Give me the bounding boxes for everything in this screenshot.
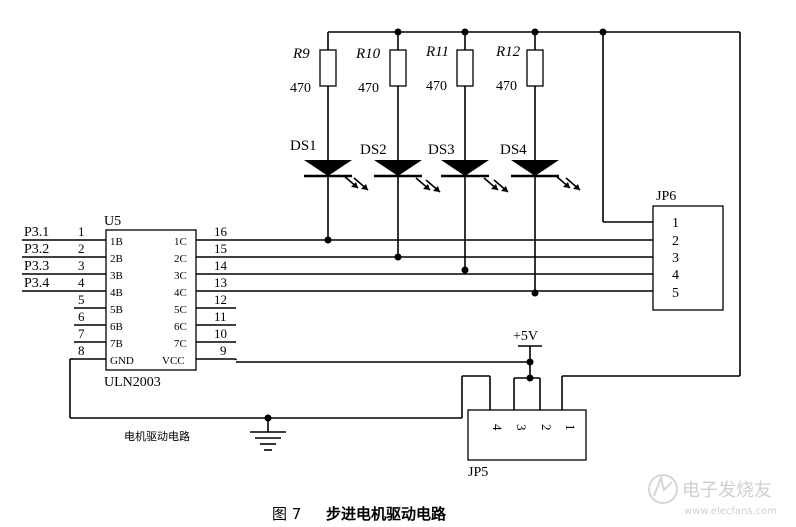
pin-name-4b: 4B [110, 287, 123, 299]
jp6-label: JP6 [656, 189, 676, 204]
ds1-emission-arrows [343, 175, 369, 191]
ds4-emission-arrows [555, 175, 581, 191]
r11-value: 470 [426, 79, 447, 94]
pin-num-3: 3 [78, 258, 85, 273]
pin-num-13: 13 [214, 275, 227, 290]
pin-num-5: 5 [78, 292, 85, 307]
resistor-r12: R12 470 [495, 32, 544, 160]
ds2-label: DS2 [360, 142, 387, 158]
output-bus [196, 236, 653, 297]
jp5-pin-4: 4 [490, 424, 505, 431]
r9-value: 470 [290, 81, 311, 96]
pin-num-7: 7 [78, 326, 85, 341]
resistor-r9: R9 470 [290, 32, 337, 160]
connector-jp6: JP6 1 2 3 4 5 [652, 189, 724, 311]
led-ds3: DS3 [428, 142, 509, 270]
jp5-label: JP5 [468, 465, 488, 480]
net-label-p32: P3.2 [24, 242, 49, 257]
pin-name-3c: 3C [174, 270, 187, 282]
pin-num-9: 9 [220, 343, 227, 358]
net-label-p34: P3.4 [24, 276, 49, 291]
jp6-pin-1: 1 [672, 216, 679, 231]
r10-value: 470 [358, 81, 379, 96]
r12-value: 470 [496, 79, 517, 94]
pin-name-7c: 7C [174, 338, 187, 350]
pin-num-11: 11 [214, 309, 227, 324]
pin-num-8: 8 [78, 343, 85, 358]
jp5-pin-3: 3 [514, 424, 529, 431]
resistor-r11: R11 470 [425, 32, 474, 160]
pin-name-6b: 6B [110, 321, 123, 333]
pin-name-1c: 1C [174, 236, 187, 248]
watermark-brand: 电子发烧友 [682, 480, 772, 501]
ground-symbol [250, 431, 286, 451]
pin-name-1b: 1B [110, 236, 123, 248]
pin-name-2c: 2C [174, 253, 187, 265]
pin-num-4: 4 [78, 275, 85, 290]
supply-rail [328, 28, 741, 410]
pin-num-2: 2 [78, 241, 85, 256]
gnd-net [69, 358, 491, 432]
pin-num-1: 1 [78, 224, 85, 239]
ds1-label: DS1 [290, 138, 317, 154]
ground-circuit-label: 电机驱动电路 [124, 429, 190, 443]
vcc-net: +5V [196, 329, 542, 410]
ic-ref-label: U5 [104, 214, 121, 229]
r10-label: R10 [355, 46, 381, 62]
power-label-5v: +5V [513, 329, 538, 344]
pin-name-vcc: VCC [162, 355, 185, 367]
caption-fig-number: 图 7 [272, 505, 301, 523]
jp6-pin-5: 5 [672, 286, 679, 301]
pin-name-5c: 5C [174, 304, 187, 316]
ic-part-label: ULN2003 [104, 375, 161, 390]
net-label-p31: P3.1 [24, 225, 49, 240]
pin-num-15: 15 [214, 241, 227, 256]
elecfans-logo-icon [648, 474, 678, 504]
jp6-pin-2: 2 [672, 234, 679, 249]
ds4-label: DS4 [500, 142, 527, 158]
resistor-r10: R10 470 [355, 32, 407, 160]
pin-num-12: 12 [214, 292, 227, 307]
jp5-pin-2: 2 [539, 424, 554, 431]
led-ds2: DS2 [360, 142, 441, 258]
ds3-label: DS3 [428, 142, 455, 158]
pin-name-gnd: GND [110, 355, 134, 367]
pin-name-3b: 3B [110, 270, 123, 282]
pin-name-7b: 7B [110, 338, 123, 350]
jp6-pin-4: 4 [672, 268, 679, 283]
jp5-pin-1: 1 [563, 424, 578, 431]
pin-name-6c: 6C [174, 321, 187, 333]
r12-label: R12 [495, 44, 521, 60]
jp6-pin-3: 3 [672, 251, 679, 266]
net-label-p33: P3.3 [24, 259, 49, 274]
watermark: 电子发烧友 www.elecfans.com [648, 474, 777, 517]
caption-title: 步进电机驱动电路 [326, 505, 447, 523]
led-ds1: DS1 [290, 138, 369, 240]
ic-uln2003: U5 ULN2003 P3.1 P3.2 P3.3 P3.4 1 2 3 4 5… [22, 214, 236, 390]
r11-label: R11 [425, 44, 449, 60]
pin-num-10: 10 [214, 326, 227, 341]
pin-name-4c: 4C [174, 287, 187, 299]
ds2-emission-arrows [415, 177, 441, 193]
connector-jp5: JP5 4 3 2 1 [467, 409, 587, 480]
pin-num-16: 16 [214, 224, 228, 239]
pin-name-5b: 5B [110, 304, 123, 316]
r9-label: R9 [292, 46, 310, 62]
figure-caption: 图 7 步进电机驱动电路 [272, 505, 447, 523]
watermark-url: www.elecfans.com [684, 506, 777, 517]
led-ds4: DS4 [500, 142, 581, 293]
pin-num-6: 6 [78, 309, 85, 324]
pin-num-14: 14 [214, 258, 228, 273]
pin-name-2b: 2B [110, 253, 123, 265]
ds3-emission-arrows [483, 177, 509, 193]
